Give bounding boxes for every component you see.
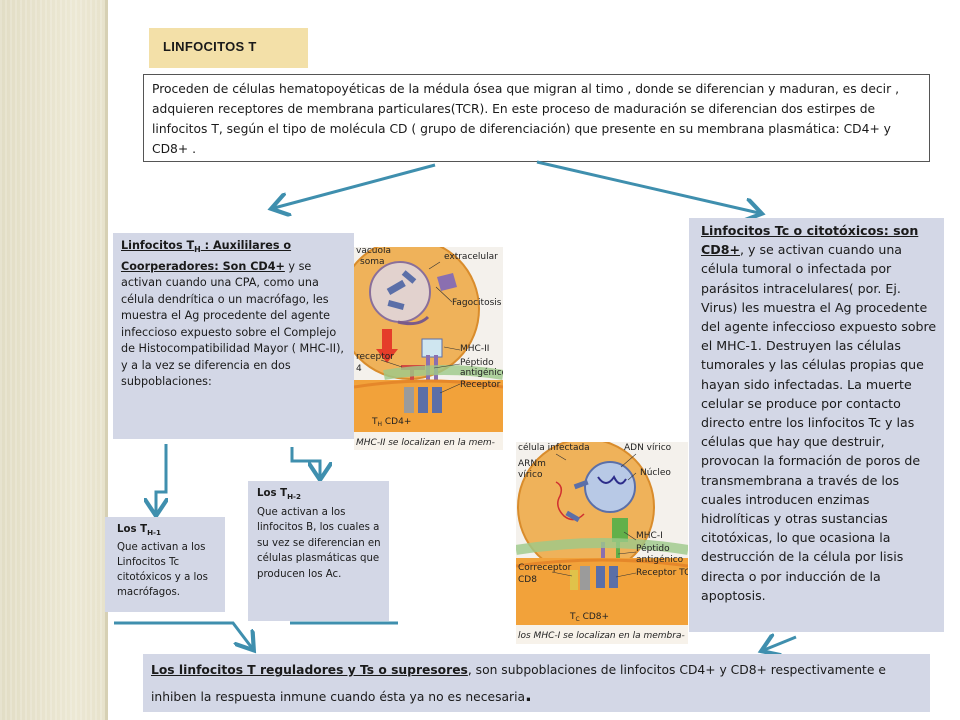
th-heading-rest: : Auxililares o Coorperadores: Son CD4+	[121, 239, 292, 273]
label-cd-number: 4	[356, 364, 362, 374]
label-mhc-i: MHC-I	[636, 531, 663, 541]
caption-th: MHC-II se localizan en la mem-	[356, 438, 495, 448]
label-fagocitosis: Fagocitosis	[452, 298, 502, 308]
label-celula-infectada: célula infectada	[518, 442, 590, 453]
label-soma: soma	[360, 257, 384, 267]
th-cell-figure: vacuola soma extracelular Fagocitosis re…	[354, 247, 503, 450]
label-tc-correceptor: Correceptor	[518, 563, 572, 573]
th2-panel: Los TH-2 Que activan a los linfocitos B,…	[248, 481, 389, 621]
th2-heading-sub: H-2	[287, 492, 301, 502]
label-virico: vírico	[518, 470, 543, 480]
label-cd8: CD8	[518, 575, 537, 585]
label-tc-receptor-tcr: Receptor TCR	[636, 568, 688, 578]
th1-heading-sub: H-1	[147, 528, 161, 538]
red-correceptor-shape	[376, 329, 398, 363]
vacuole-shape	[369, 261, 431, 323]
arrow-intro-to-th	[274, 163, 436, 208]
label-tc-cell: T	[569, 612, 576, 622]
intro-text: Proceden de células hematopoyéticas de l…	[152, 82, 899, 156]
th1-body: Que activan a los Linfocitos Tc citotóxi…	[117, 542, 208, 599]
label-th-cell: T	[371, 417, 378, 427]
green-mhc-shape	[612, 518, 628, 542]
th-heading: Linfocitos TH : Auxililares o Coorperado…	[121, 239, 291, 273]
th1-panel: Los TH-1 Que activan a los Linfocitos Tc…	[105, 517, 225, 612]
th2-heading-prefix: Los T	[257, 488, 288, 499]
intro-box: Proceden de células hematopoyéticas de l…	[143, 74, 930, 162]
page-title: LINFOCITOS T	[163, 39, 257, 54]
th-heading-prefix: Linfocitos T	[121, 239, 195, 252]
label-nucleo: Núcleo	[640, 468, 671, 478]
arrow-to-bottom-left	[114, 621, 252, 648]
bottom-heading: Los linfocitos T reguladores y Ts o supr…	[151, 663, 468, 677]
label-th-cd4: TH CD4+	[371, 417, 411, 428]
th-panel: Linfocitos TH : Auxililares o Coorperado…	[113, 233, 354, 439]
label-peptido: Péptido	[460, 357, 494, 368]
arrow-th-to-th1	[156, 444, 166, 513]
nucleus-shape	[584, 461, 636, 513]
label-tc-rest: CD8+	[580, 612, 609, 622]
title-box: LINFOCITOS T	[149, 28, 308, 68]
label-extracelular: extracelular	[444, 252, 498, 262]
label-tc-antigenico: antigénico	[636, 554, 684, 565]
th2-heading: Los TH-2	[257, 486, 385, 505]
caption-tc: los MHC-I se localizan en la membra-	[518, 631, 685, 641]
label-adn-virico: ADN vírico	[624, 443, 672, 453]
label-mhc-ii: MHC-II	[460, 344, 489, 354]
arrow-tc-to-bottom	[764, 637, 797, 650]
arrow-intro-to-tc	[536, 160, 759, 213]
tc-body: , y se activan cuando una célula tumoral…	[701, 242, 937, 603]
label-th-sub: H	[378, 421, 383, 428]
tc-cell-figure: célula infectada ADN vírico ARNm vírico …	[516, 442, 688, 644]
tc-heading: Linfocitos Tc o citotóxicos: son CD8+	[701, 223, 919, 258]
label-antigenico: antigénico	[460, 367, 503, 378]
th1-heading-prefix: Los T	[117, 524, 148, 535]
bottom-end-period: .	[525, 685, 532, 706]
th1-heading: Los TH-1	[117, 522, 220, 540]
th2-body: Que activan a los linfocitos B, los cual…	[257, 506, 381, 580]
decorative-left-strip	[0, 0, 108, 720]
tc-panel: Linfocitos Tc o citotóxicos: son CD8+, y…	[689, 218, 944, 632]
label-vacuola: vacuola	[356, 247, 391, 256]
label-tc-sub: C	[576, 616, 580, 623]
bottom-body: , son subpoblaciones de linfocitos CD4+ …	[151, 663, 886, 704]
th-heading-sub: H	[194, 245, 201, 255]
label-arnm: ARNm	[518, 459, 546, 469]
th-body: y se activan cuando una CPA, como una cé…	[121, 259, 344, 389]
label-th-rest: CD4+	[382, 417, 411, 427]
arrow-th-to-th2	[290, 447, 320, 477]
label-correceptor: receptor	[356, 352, 394, 362]
label-tc-peptido: Péptido	[636, 543, 670, 554]
bottom-panel: Los linfocitos T reguladores y Ts o supr…	[143, 654, 930, 712]
label-tc-cd8: TC CD8+	[569, 612, 609, 623]
label-receptor-tcr: Receptor TCR	[460, 380, 503, 390]
